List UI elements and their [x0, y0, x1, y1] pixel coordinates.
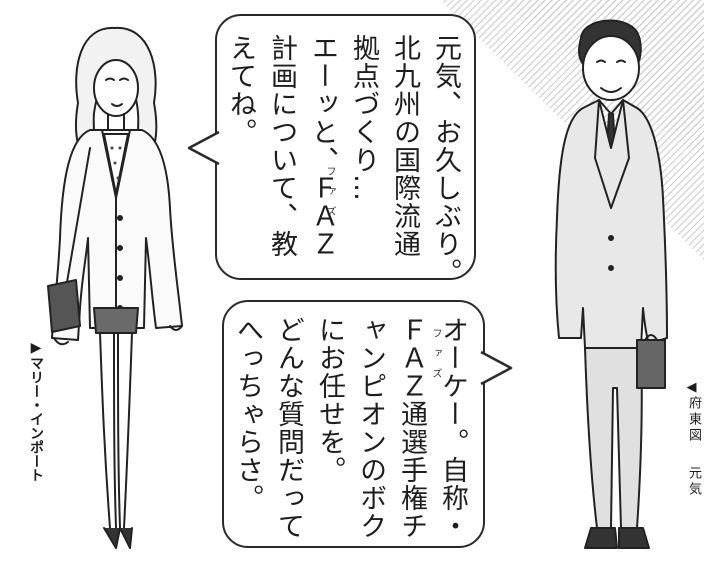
- speech-text-marie: 元気、お久しぶり。 北九州の国際流通 拠点づくり… エーッと、ＦＡＺ 計画につい…: [220, 34, 466, 286]
- caption-fragment: 元: [686, 466, 701, 479]
- speech-line: 北九州の国際流通: [389, 34, 420, 258]
- speech-text-man: オーケー。自称・ ＦＡＺ通選手権チ ャンピオンのボク にお任せを。 どんな質問だ…: [227, 316, 473, 540]
- caption-marie-import: ▶マリー・インポート: [28, 340, 44, 482]
- speech-line: 元気、お久しぶり。: [430, 34, 461, 286]
- speech-line: ャンピオンのボク: [355, 316, 386, 540]
- speech-line: ＦＡＺ通選手権チ: [396, 316, 427, 540]
- caption-fragment: 東: [686, 412, 701, 425]
- speech-bubble-bottom: オーケー。自称・ ＦＡＺ通選手権チ ャンピオンのボク にお任せを。 どんな質問だ…: [222, 300, 513, 548]
- speech-line: エーッと、ＦＡＺ: [307, 34, 338, 258]
- furigana-faz: ファズ: [324, 166, 335, 226]
- caption-fragment: 府: [686, 396, 701, 409]
- speech-bubble-tail: [480, 350, 513, 386]
- caption-fragment: 図: [686, 428, 701, 441]
- speech-line: 拠点づくり…: [348, 34, 379, 202]
- speech-line: にお任せを。: [314, 316, 345, 484]
- speech-line: どんな質問だって: [273, 316, 304, 540]
- speech-line: オーケー。自称・: [437, 316, 468, 540]
- furigana-faz: ファズ: [430, 328, 441, 388]
- speech-line: 計画について、教: [266, 34, 297, 258]
- caption-fragment: 気: [686, 482, 701, 495]
- man-illustration: [554, 19, 668, 549]
- speech-line: へっちゃらさ。: [232, 316, 263, 512]
- speech-bubble-top: 元気、お久しぶり。 北九州の国際流通 拠点づくり… エーッと、ＦＡＺ 計画につい…: [187, 14, 476, 286]
- speech-bubble-tail: [187, 130, 220, 166]
- speech-line: えてね。: [225, 34, 256, 146]
- caption-fragment: ◀: [684, 380, 699, 395]
- woman-illustration: [47, 26, 183, 549]
